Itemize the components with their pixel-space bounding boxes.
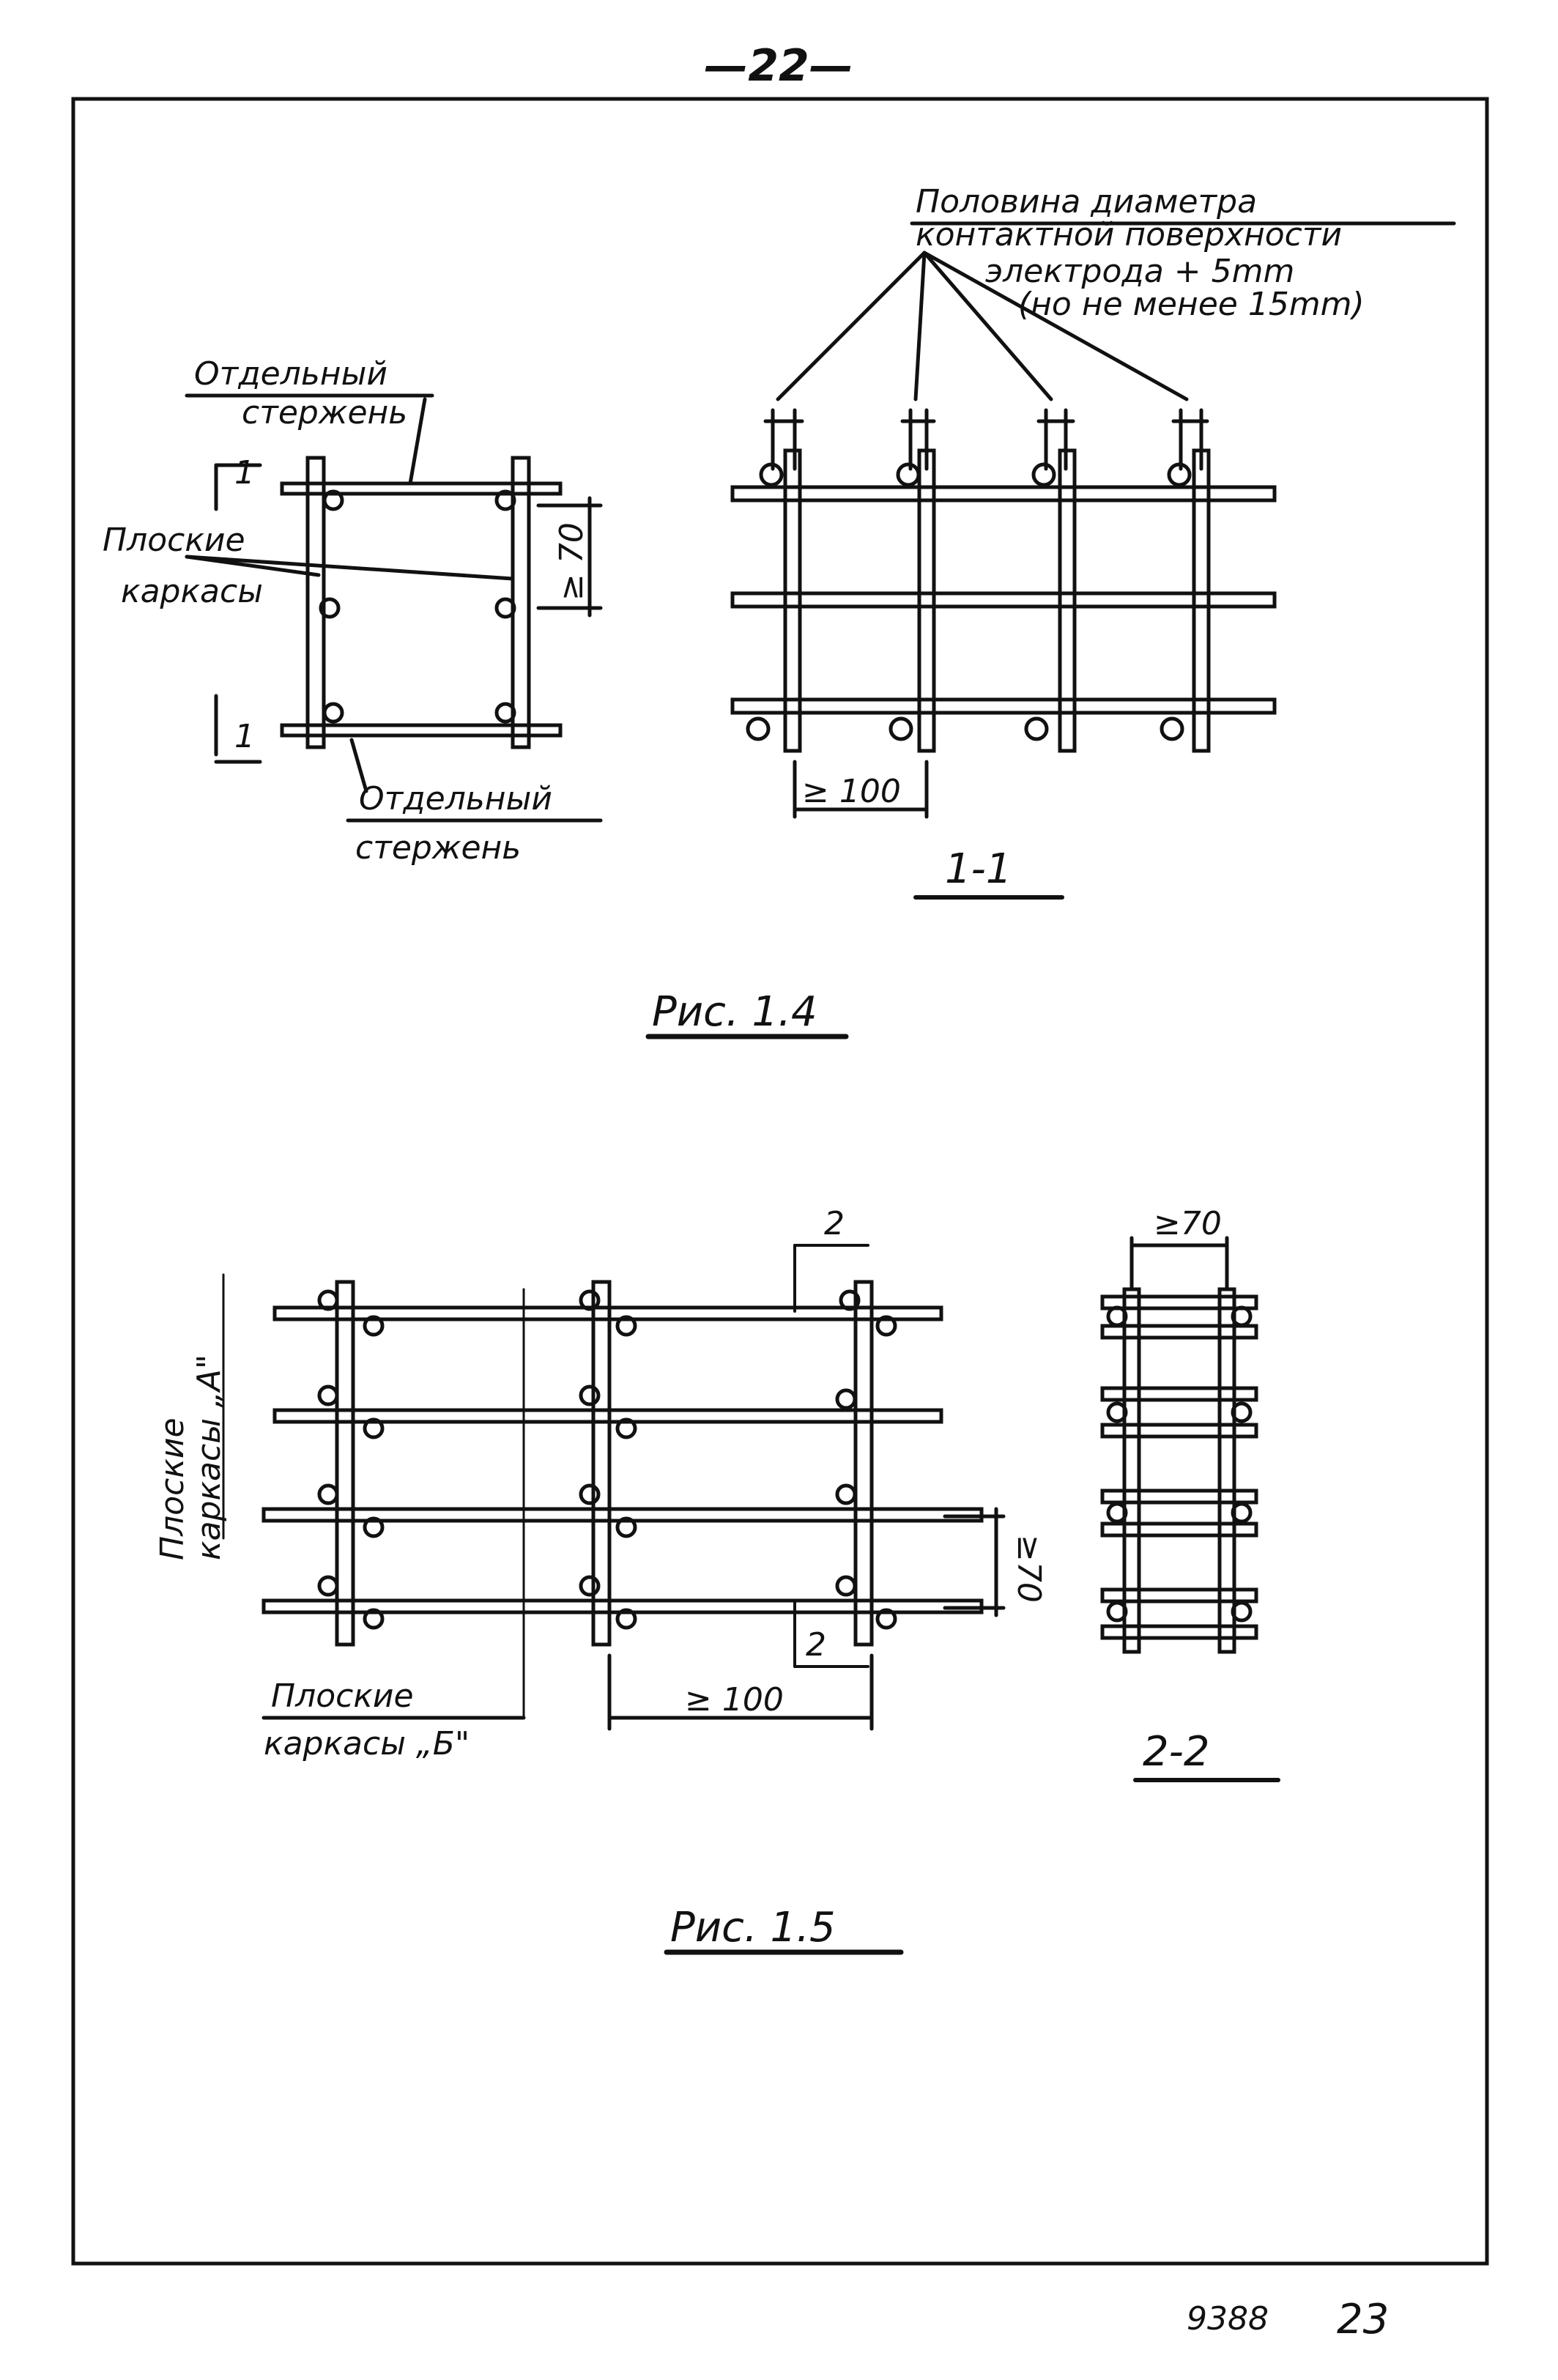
label-flat-frames-1: Плоские (103, 522, 245, 559)
label-separate-rod-top-2: стержень (242, 394, 407, 431)
label-frames-b-2: каркасы „Б" (264, 1725, 470, 1762)
section-caption-2-2: 2-2 (1143, 1728, 1209, 1776)
note-line4: (но не менее 15mm) (1018, 286, 1365, 323)
dim-ge100-fig15: ≥ 100 (685, 1681, 784, 1719)
label-frames-a-1: Плоские (154, 1417, 191, 1560)
page-frame (71, 97, 1489, 2266)
fig15-caption: Рис. 1.5 (670, 1904, 836, 1951)
dim-ge70-fig15-section: ≥70 (1154, 1205, 1222, 1242)
section-caption-1-1: 1-1 (945, 845, 1012, 893)
fig14-plan-view (185, 393, 603, 823)
fig14-section-1-1 (645, 221, 1456, 1039)
footer-page-number: 23 (1337, 2296, 1389, 2343)
label-separate-rod-bottom-1: Отдельный (359, 780, 552, 818)
note-line2: контактной поверхности (916, 216, 1342, 253)
fig15-plan-view (222, 1244, 1006, 1731)
section-mark-1-bottom: 1 (234, 718, 255, 755)
page-texts: —22— Отдельный стержень Плоские каркасы … (103, 40, 1389, 2343)
label-frames-a-2: каркасы „А" (190, 1354, 228, 1560)
label-flat-frames-2: каркасы (121, 573, 263, 610)
note-line1: Половина диаметра (916, 183, 1257, 220)
fig14-caption: Рис. 1.4 (652, 988, 817, 1036)
page-number: —22— (704, 40, 853, 92)
label-separate-rod-top-1: Отдельный (194, 355, 387, 393)
fig15-section-2-2 (664, 1236, 1280, 1955)
note-line3: электрода + 5mm (985, 253, 1294, 290)
label-frames-b-1: Плоские (271, 1678, 414, 1715)
dim-ge100-fig14: ≥ 100 (802, 773, 901, 810)
footer-code: 9388 (1187, 2300, 1269, 2338)
section-mark-2-bottom: 2 (806, 1626, 826, 1664)
label-separate-rod-bottom-2: стержень (355, 829, 521, 867)
dim-ge70-fig14: ≥ 70 (553, 522, 590, 601)
dim-ge70-fig15-side: ≥70 (1010, 1535, 1047, 1603)
section-mark-1-top: 1 (234, 454, 255, 492)
section-mark-2-top: 2 (824, 1205, 845, 1242)
